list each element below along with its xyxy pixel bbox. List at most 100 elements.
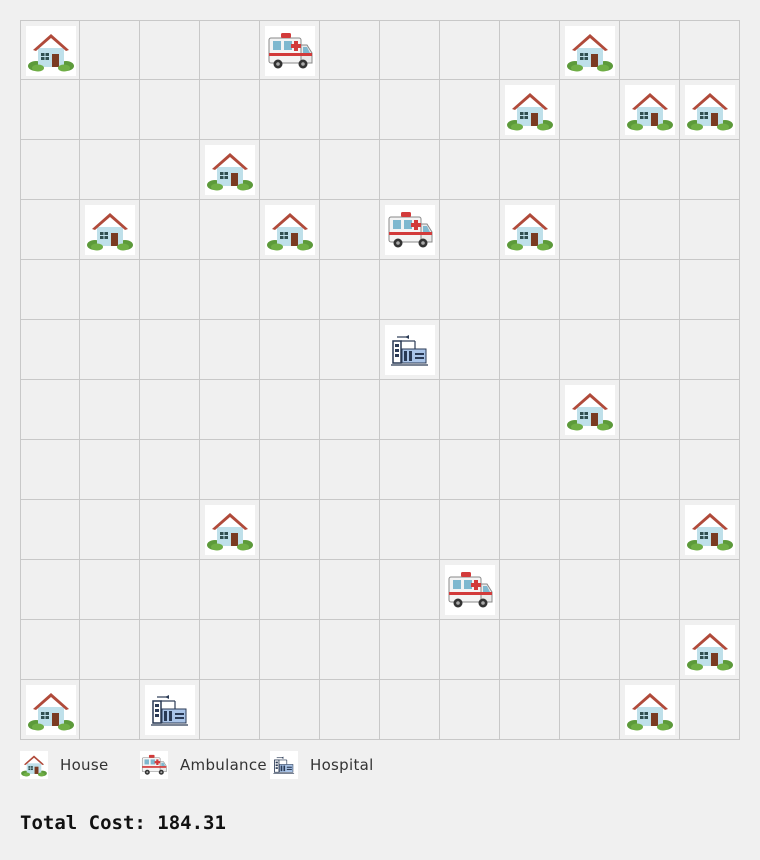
grid-cell: [80, 140, 140, 200]
grid-cell: [140, 200, 200, 260]
total-cost: Total Cost: 184.31: [20, 812, 226, 834]
grid-cell: [200, 20, 260, 80]
grid-cell: [320, 560, 380, 620]
grid-cell: [440, 200, 500, 260]
grid-cell: [620, 80, 680, 140]
house-icon: [505, 205, 555, 255]
house-icon: [685, 505, 735, 555]
grid-cell: [440, 680, 500, 740]
grid-cell: [380, 80, 440, 140]
grid-cell: [680, 380, 740, 440]
ambulance-icon: [385, 205, 435, 255]
grid-cell: [440, 260, 500, 320]
grid-cell: [680, 320, 740, 380]
grid-cell: [680, 20, 740, 80]
grid-cell: [620, 320, 680, 380]
grid-cell: [200, 620, 260, 680]
grid-cell: [140, 440, 200, 500]
grid-cell: [20, 380, 80, 440]
grid-cell: [80, 680, 140, 740]
hospital-icon: [385, 325, 435, 375]
grid-cell: [200, 200, 260, 260]
grid-cell: [440, 140, 500, 200]
grid-cell: [200, 140, 260, 200]
grid-cell: [260, 440, 320, 500]
grid-cell: [80, 260, 140, 320]
grid-cell: [200, 440, 260, 500]
grid-cell: [440, 500, 500, 560]
grid-cell: [380, 200, 440, 260]
grid-cell: [380, 20, 440, 80]
grid-cell: [20, 500, 80, 560]
house-icon: [565, 385, 615, 435]
grid-cell: [380, 140, 440, 200]
grid-cell: [320, 380, 380, 440]
grid-cell: [200, 560, 260, 620]
grid-cell: [620, 140, 680, 200]
grid-cell: [20, 80, 80, 140]
grid-cell: [320, 20, 380, 80]
grid-cell: [260, 560, 320, 620]
grid-cell: [20, 260, 80, 320]
grid-cell: [260, 20, 320, 80]
grid-cell: [620, 680, 680, 740]
grid-cell: [260, 380, 320, 440]
ambulance-icon: [140, 751, 168, 779]
house-icon: [26, 26, 76, 76]
grid-cell: [560, 140, 620, 200]
grid-cell: [200, 380, 260, 440]
grid-cell: [680, 140, 740, 200]
grid-cell: [500, 440, 560, 500]
grid-cell: [80, 620, 140, 680]
grid-cell: [620, 20, 680, 80]
grid-cell: [680, 680, 740, 740]
grid-cell: [500, 260, 560, 320]
grid-cell: [140, 560, 200, 620]
grid-cell: [680, 500, 740, 560]
grid-cell: [80, 440, 140, 500]
grid-cell: [440, 560, 500, 620]
grid-cell: [380, 320, 440, 380]
house-icon: [685, 625, 735, 675]
grid-cell: [320, 140, 380, 200]
grid-cell: [680, 200, 740, 260]
grid-cell: [500, 20, 560, 80]
grid-cell: [380, 620, 440, 680]
grid-cell: [500, 680, 560, 740]
grid-cell: [440, 320, 500, 380]
grid-cell: [20, 320, 80, 380]
house-icon: [205, 505, 255, 555]
grid-cell: [560, 200, 620, 260]
grid-cell: [620, 260, 680, 320]
grid-cell: [560, 20, 620, 80]
grid-cell: [380, 500, 440, 560]
grid-cell: [560, 80, 620, 140]
grid-cell: [320, 620, 380, 680]
grid-cell: [20, 140, 80, 200]
grid-cell: [260, 620, 320, 680]
house-icon: [265, 205, 315, 255]
hospital-icon: [270, 751, 298, 779]
grid-cell: [680, 260, 740, 320]
grid-cell: [80, 80, 140, 140]
grid-cell: [560, 620, 620, 680]
grid-cell: [80, 380, 140, 440]
grid-cell: [80, 20, 140, 80]
grid-cell: [620, 440, 680, 500]
legend-label-hospital: Hospital: [310, 756, 374, 774]
house-icon: [565, 26, 615, 76]
grid-cell: [200, 680, 260, 740]
grid-cell: [140, 380, 200, 440]
grid-cell: [680, 560, 740, 620]
grid-cell: [140, 80, 200, 140]
grid-cell: [20, 20, 80, 80]
grid-cell: [620, 560, 680, 620]
grid-cell: [200, 80, 260, 140]
grid-cell: [560, 680, 620, 740]
grid-cell: [560, 560, 620, 620]
grid-cell: [140, 320, 200, 380]
grid-cell: [140, 620, 200, 680]
grid-cell: [140, 260, 200, 320]
grid-cell: [680, 440, 740, 500]
grid-cell: [20, 440, 80, 500]
